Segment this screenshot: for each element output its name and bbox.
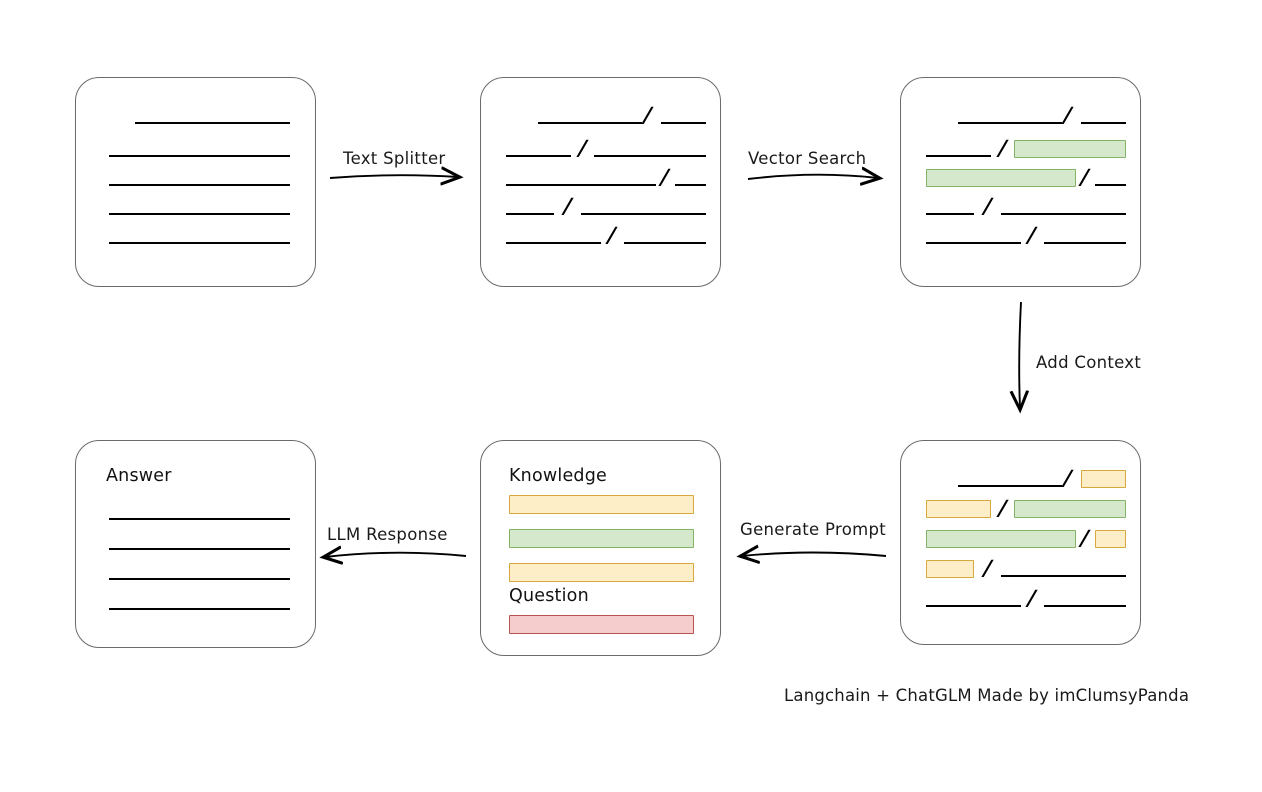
text-line <box>506 155 571 157</box>
text-line <box>109 608 290 610</box>
highlighted-chunk-green[interactable] <box>1014 500 1126 518</box>
chunk-separator: / <box>1063 103 1073 127</box>
node-prompt-heading: Knowledge <box>509 466 607 486</box>
text-line <box>538 122 642 124</box>
text-line <box>594 155 706 157</box>
node-answer[interactable]: Answer <box>75 440 316 648</box>
text-line <box>926 242 1021 244</box>
text-line <box>1044 605 1126 607</box>
text-line <box>1001 213 1126 215</box>
chunk-separator: / <box>983 194 993 218</box>
arrow-generate-prompt <box>742 553 887 557</box>
edge-label-add-context: Add Context <box>1036 353 1142 372</box>
prompt-bar-red[interactable] <box>509 615 694 634</box>
text-line <box>506 184 656 186</box>
chunk-separator: / <box>998 496 1008 520</box>
text-line <box>109 578 290 580</box>
chunk-separator: / <box>983 556 993 580</box>
text-line <box>109 213 290 215</box>
text-line <box>506 213 554 215</box>
highlighted-chunk-yellow[interactable] <box>1095 530 1126 548</box>
highlighted-chunk-yellow[interactable] <box>1081 470 1126 488</box>
text-line <box>1044 242 1126 244</box>
text-line <box>661 122 706 124</box>
edge-label-vector-search: Vector Search <box>748 149 867 168</box>
edge-label-llm-response: LLM Response <box>327 525 448 544</box>
highlighted-chunk-green[interactable] <box>926 169 1076 187</box>
prompt-bar-green[interactable] <box>509 529 694 548</box>
text-line <box>675 184 706 186</box>
arrow-vector-search <box>747 175 878 179</box>
highlighted-chunk-green[interactable] <box>926 530 1076 548</box>
prompt-bar-yellow[interactable] <box>509 495 694 514</box>
chunk-separator: / <box>660 165 670 189</box>
chunk-separator: / <box>643 103 653 127</box>
highlighted-chunk-yellow[interactable] <box>926 500 991 518</box>
text-line <box>109 155 290 157</box>
prompt-bar-yellow[interactable] <box>509 563 694 582</box>
chunk-separator: / <box>1063 466 1073 490</box>
arrow-add-context <box>1019 301 1021 408</box>
text-line <box>1081 122 1126 124</box>
text-line <box>109 548 290 550</box>
edge-label-text-splitter: Text Splitter <box>343 149 446 168</box>
text-line <box>109 184 290 186</box>
text-line <box>958 485 1062 487</box>
highlighted-chunk-green[interactable] <box>1014 140 1126 158</box>
node-source-document[interactable] <box>75 77 316 287</box>
text-line <box>109 242 290 244</box>
diagram-caption: Langchain + ChatGLM Made by imClumsyPand… <box>784 686 1190 705</box>
node-answer-heading: Answer <box>106 466 172 486</box>
node-prompt-heading: Question <box>509 586 589 606</box>
chunk-separator: / <box>578 136 588 160</box>
text-line <box>135 122 290 124</box>
text-line <box>1095 184 1126 186</box>
text-line <box>926 155 991 157</box>
text-line <box>624 242 706 244</box>
text-line <box>926 605 1021 607</box>
chunk-separator: / <box>1080 526 1090 550</box>
chunk-separator: / <box>1027 586 1037 610</box>
node-split-chunks[interactable]: / / / / / <box>480 77 721 287</box>
text-line <box>109 518 290 520</box>
text-line <box>958 122 1062 124</box>
node-retrieved-chunks[interactable]: / / / / / <box>900 77 1141 287</box>
edge-label-generate-prompt: Generate Prompt <box>740 520 886 539</box>
chunk-separator: / <box>563 194 573 218</box>
chunk-separator: / <box>1080 165 1090 189</box>
text-line <box>1001 575 1126 577</box>
node-context-chunks[interactable]: / / / / / <box>900 440 1141 645</box>
text-line <box>506 242 601 244</box>
highlighted-chunk-yellow[interactable] <box>926 560 974 578</box>
arrow-text-splitter <box>329 175 458 178</box>
arrow-llm-response <box>325 553 467 557</box>
text-line <box>926 213 974 215</box>
chunk-separator: / <box>1027 223 1037 247</box>
chunk-separator: / <box>998 136 1008 160</box>
chunk-separator: / <box>607 223 617 247</box>
text-line <box>581 213 706 215</box>
